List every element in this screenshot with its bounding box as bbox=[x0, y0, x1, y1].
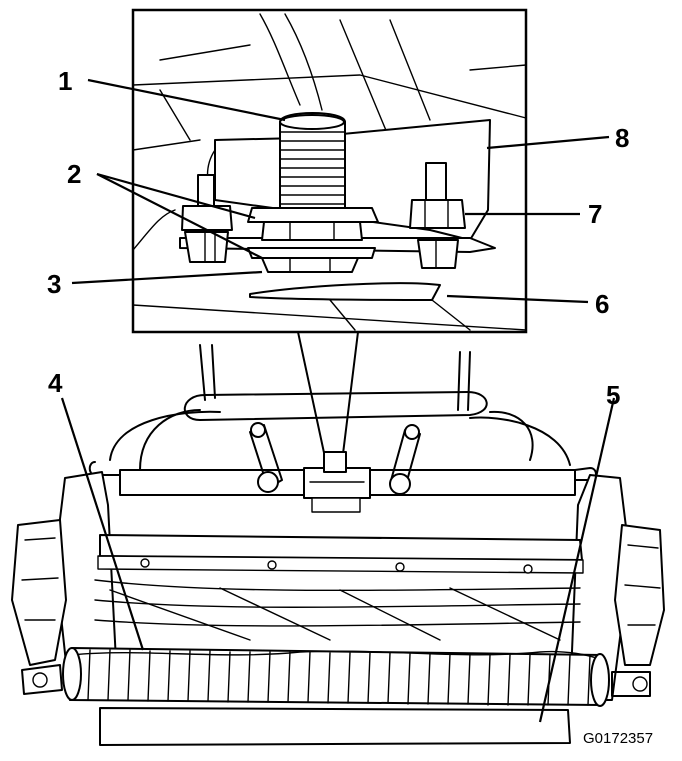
callout-2: 2 bbox=[67, 159, 81, 189]
callout-8: 8 bbox=[615, 123, 629, 153]
figure-id: G0172357 bbox=[583, 730, 653, 747]
zoom-line-right bbox=[341, 331, 359, 463]
callout-4: 4 bbox=[48, 368, 63, 398]
zoom-line-left bbox=[297, 331, 327, 463]
callouts: 1 2 3 4 5 6 7 8 G0172357 bbox=[47, 66, 653, 747]
callout-3: 3 bbox=[47, 269, 61, 299]
callout-6: 6 bbox=[595, 289, 609, 319]
callout-5: 5 bbox=[606, 380, 620, 410]
detail-inset bbox=[131, 8, 528, 334]
callout-1: 1 bbox=[58, 66, 72, 96]
leader-lines bbox=[60, 78, 616, 723]
reel-assembly bbox=[11, 344, 665, 746]
callout-7: 7 bbox=[588, 199, 602, 229]
